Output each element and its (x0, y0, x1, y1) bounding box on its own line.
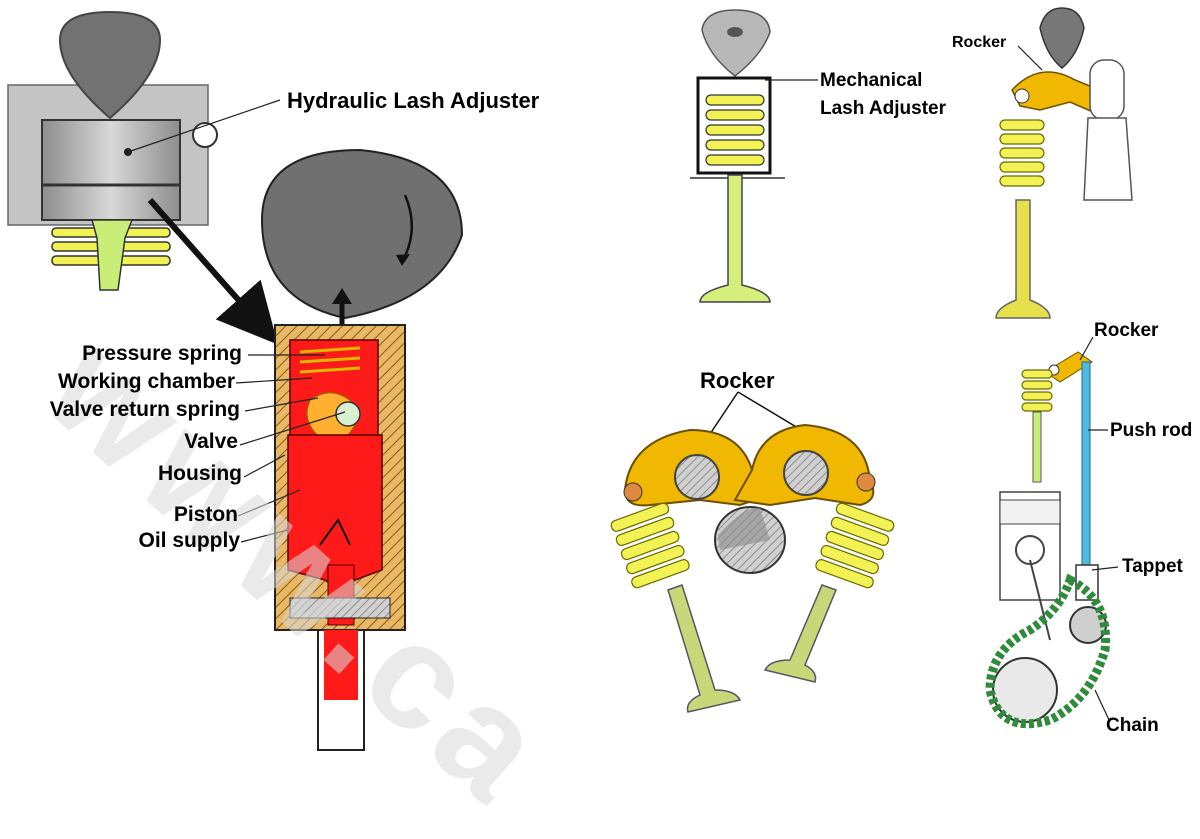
label-chain: Chain (1106, 715, 1159, 737)
label-valve-return-spring: Valve return spring (0, 398, 240, 422)
label-lash-adjuster: Lash Adjuster (820, 98, 946, 120)
label-mechanical: Mechanical (820, 70, 922, 92)
label-housing: Housing (10, 462, 242, 486)
label-piston: Piston (10, 503, 238, 527)
label-valve: Valve (10, 430, 238, 454)
label-oil-supply: Oil supply (10, 529, 240, 553)
label-tappet: Tappet (1122, 556, 1183, 578)
label-working-chamber: Working chamber (10, 370, 235, 394)
small-hydraulic-assembly (8, 12, 280, 322)
label-rocker-middle: Rocker (700, 368, 775, 394)
rocker-assembly-top-right (996, 8, 1132, 318)
large-hydraulic-lash-adjuster (236, 150, 462, 750)
label-rocker-right: Rocker (1094, 320, 1158, 342)
mechanical-lash-adjuster-assembly (690, 10, 818, 302)
rocker-pair-middle (610, 392, 895, 712)
label-hydraulic-lash-adjuster: Hydraulic Lash Adjuster (287, 88, 539, 114)
label-pressure-spring: Pressure spring (10, 342, 242, 366)
pushrod-assembly (990, 337, 1118, 724)
label-rocker-top: Rocker (952, 34, 1006, 52)
label-push-rod: Push rod (1110, 420, 1192, 442)
valve-train-diagram: www.ca Hydraulic Lash Adjuster Pressure … (0, 0, 1200, 757)
